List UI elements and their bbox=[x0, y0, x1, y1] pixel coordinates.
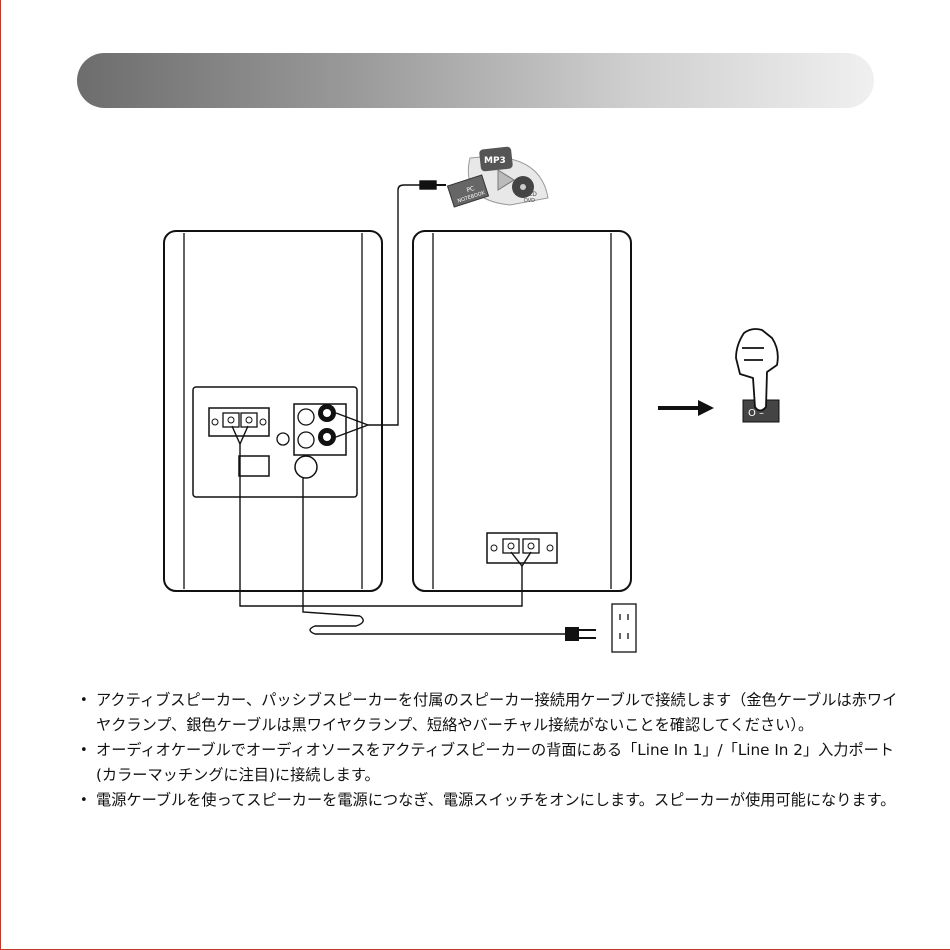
dvd-label: DVD bbox=[524, 198, 535, 204]
hand-pointer-icon bbox=[736, 329, 778, 411]
wall-outlet-icon bbox=[612, 604, 636, 652]
audio-source-icons: MP3 PC NOTEBOOK CD DVD bbox=[447, 146, 548, 207]
arrow-right-icon bbox=[658, 400, 714, 416]
cd-label: CD bbox=[528, 191, 537, 198]
connection-diagram: MP3 PC NOTEBOOK CD DVD O – bbox=[0, 0, 950, 680]
power-jack bbox=[295, 456, 317, 478]
instruction-list: アクティブスピーカー、パッシブスピーカーを付属のスピーカー接続用ケーブルで接続し… bbox=[80, 688, 900, 813]
instruction-item: オーディオケーブルでオーディオソースをアクティブスピーカーの背面にある「Line… bbox=[80, 738, 900, 788]
mp3-label: MP3 bbox=[484, 156, 506, 166]
instruction-item: 電源ケーブルを使ってスピーカーを電源につなぎ、電源スイッチをオンにします。スピー… bbox=[80, 788, 900, 813]
active-speaker-back-panel bbox=[193, 387, 357, 497]
instruction-item: アクティブスピーカー、パッシブスピーカーを付属のスピーカー接続用ケーブルで接続し… bbox=[80, 688, 900, 738]
passive-speaker bbox=[413, 231, 631, 591]
